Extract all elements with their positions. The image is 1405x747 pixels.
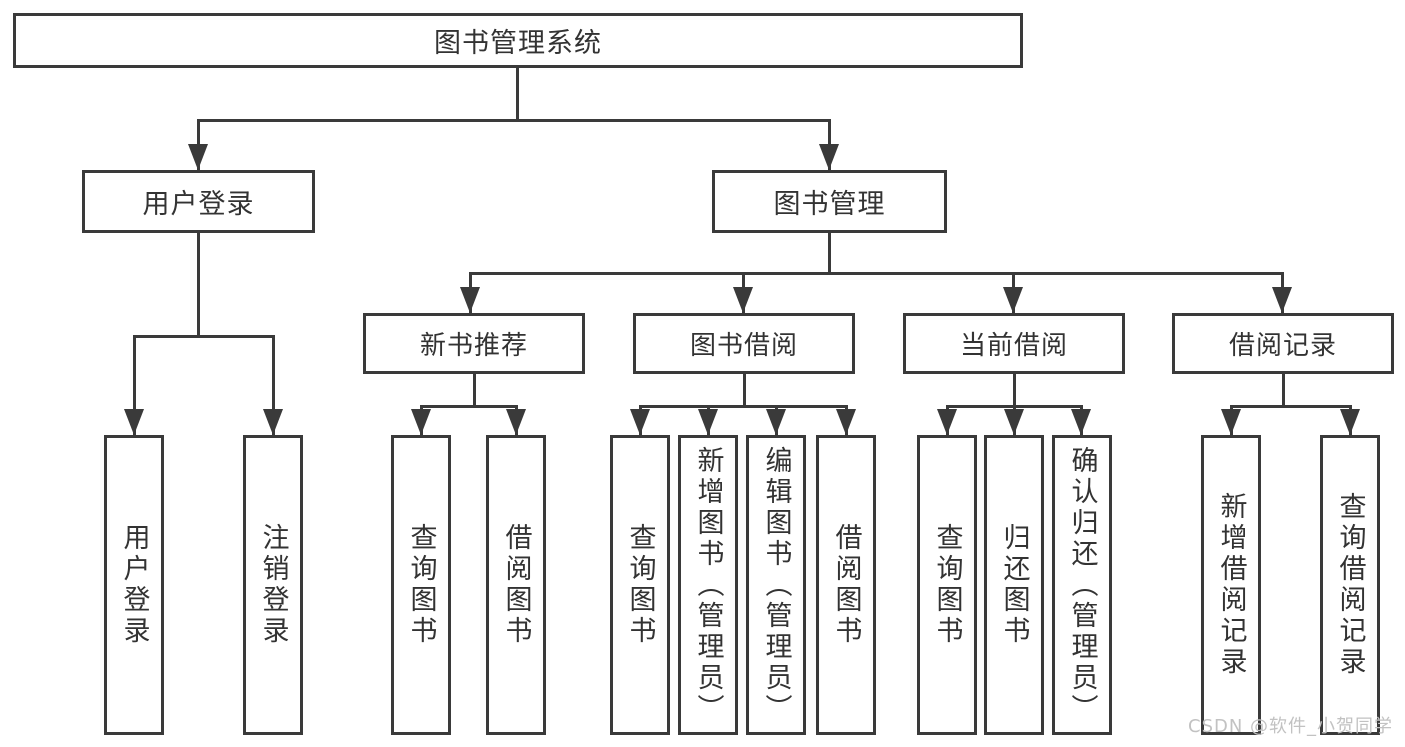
leaf-label: 新增借阅记录 [1215, 492, 1247, 678]
arrowhead-down [630, 409, 650, 435]
leaf-label: 查询图书 [624, 523, 656, 647]
arrowhead-down [124, 409, 144, 435]
node-user-login: 用户登录 [82, 170, 315, 233]
leaf-label: 编辑图书（管理员） [760, 445, 792, 725]
connector-line [197, 119, 831, 122]
connector-line [473, 374, 476, 408]
leaf-label: 借阅图书 [500, 523, 532, 647]
leaf-label: 借阅图书 [830, 523, 862, 647]
connector-line [639, 405, 847, 408]
connector-line [133, 335, 136, 435]
leaf-newbooks-borrow: 借阅图书 [486, 435, 546, 735]
arrowhead-down [411, 409, 431, 435]
leaf-label: 查询借阅记录 [1334, 492, 1366, 678]
arrowhead-down [698, 409, 718, 435]
arrowhead-down [1003, 287, 1023, 313]
arrowhead-down [460, 287, 480, 313]
leaf-current-query: 查询图书 [917, 435, 977, 735]
arrowhead-down [937, 409, 957, 435]
leaf-label: 查询图书 [405, 523, 437, 647]
arrowhead-down [1340, 409, 1360, 435]
arrowhead-down [836, 409, 856, 435]
connector-line [469, 272, 1284, 275]
leaf-borrow-query: 查询图书 [610, 435, 670, 735]
leaf-current-return: 归还图书 [984, 435, 1044, 735]
arrowhead-down [1004, 409, 1024, 435]
node-borrow-records: 借阅记录 [1172, 313, 1394, 374]
arrowhead-down [188, 144, 208, 170]
leaf-newbooks-query: 查询图书 [391, 435, 451, 735]
node-new-books: 新书推荐 [363, 313, 585, 374]
arrowhead-down [263, 409, 283, 435]
leaf-label: 查询图书 [931, 523, 963, 647]
arrowhead-down [1071, 409, 1091, 435]
arrowhead-down [766, 409, 786, 435]
leaf-logout: 注销登录 [243, 435, 303, 735]
leaf-borrow-edit: 编辑图书（管理员） [746, 435, 806, 735]
leaf-label: 新增图书（管理员） [692, 445, 724, 725]
connector-line [1230, 405, 1351, 408]
arrowhead-down [1221, 409, 1241, 435]
leaf-records-add: 新增借阅记录 [1201, 435, 1261, 735]
node-book-borrowing: 图书借阅 [633, 313, 855, 374]
leaf-label: 用户登录 [118, 523, 150, 647]
arrowhead-down [819, 144, 839, 170]
node-book-management: 图书管理 [712, 170, 947, 233]
node-current-borrowing: 当前借阅 [903, 313, 1125, 374]
leaf-borrow-borrow: 借阅图书 [816, 435, 876, 735]
leaf-records-query: 查询借阅记录 [1320, 435, 1380, 735]
connector-line [516, 68, 519, 119]
leaf-label: 确认归还（管理员） [1066, 445, 1098, 725]
connector-line [1013, 374, 1016, 408]
connector-line [743, 374, 746, 408]
leaf-borrow-add: 新增图书（管理员） [678, 435, 738, 735]
arrowhead-down [506, 409, 526, 435]
leaf-current-confirm: 确认归还（管理员） [1052, 435, 1112, 735]
connector-line [828, 233, 831, 272]
leaf-label: 注销登录 [257, 523, 289, 647]
node-root: 图书管理系统 [13, 13, 1023, 68]
connector-line [197, 233, 200, 335]
leaf-user-login: 用户登录 [104, 435, 164, 735]
connector-line [272, 335, 275, 435]
connector-line [1282, 374, 1285, 408]
connector-line [133, 335, 275, 338]
connector-line [420, 405, 517, 408]
arrowhead-down [733, 287, 753, 313]
arrowhead-down [1272, 287, 1292, 313]
csdn-watermark: CSDN @软件_小贺同学 [1188, 716, 1394, 737]
leaf-label: 归还图书 [998, 523, 1030, 647]
